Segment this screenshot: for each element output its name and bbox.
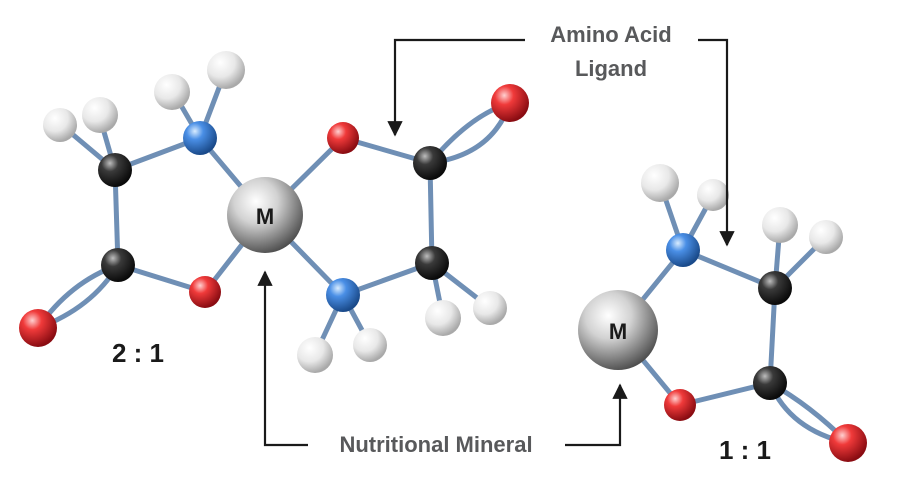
- oxygen-atom: [327, 122, 359, 154]
- left-complex-atoms: M: [19, 51, 529, 373]
- carbon-atom: [101, 248, 135, 282]
- hydrogen-atom: [697, 179, 729, 211]
- hydrogen-atom: [207, 51, 245, 89]
- hydrogen-atom: [425, 300, 461, 336]
- metal-symbol-right: M: [609, 319, 627, 344]
- right-complex-atoms: M: [578, 164, 867, 462]
- hydrogen-atom: [43, 108, 77, 142]
- oxygen-atom: [491, 84, 529, 122]
- mineral-arrow-left: [257, 270, 308, 447]
- ratio-label-left: 2 : 1: [112, 338, 164, 368]
- carbon-atom: [415, 246, 449, 280]
- oxygen-atom: [664, 389, 696, 421]
- mineral-label: Nutritional Mineral: [339, 432, 532, 457]
- ligand-label-line1: Amino Acid: [550, 22, 671, 47]
- metal-atom: [578, 290, 658, 370]
- oxygen-atom: [19, 309, 57, 347]
- ratio-label-right: 1 : 1: [719, 435, 771, 465]
- metal-symbol-left: M: [256, 204, 274, 229]
- carbon-atom: [413, 146, 447, 180]
- hydrogen-atom: [82, 97, 118, 133]
- nitrogen-atom: [326, 278, 360, 312]
- ligand-arrow-left: [387, 38, 525, 137]
- nitrogen-atom: [666, 233, 700, 267]
- nitrogen-atom: [183, 121, 217, 155]
- hydrogen-atom: [154, 74, 190, 110]
- oxygen-atom: [189, 276, 221, 308]
- hydrogen-atom: [473, 291, 507, 325]
- hydrogen-atom: [762, 207, 798, 243]
- carbon-atom: [98, 153, 132, 187]
- mineral-arrow-right: [565, 383, 628, 447]
- ligand-arrow-right: [698, 38, 735, 247]
- oxygen-atom: [829, 424, 867, 462]
- ligand-label-line2: Ligand: [575, 56, 647, 81]
- hydrogen-atom: [297, 337, 333, 373]
- metal-atom: [227, 177, 303, 253]
- carbon-atom: [753, 366, 787, 400]
- carbon-atom: [758, 271, 792, 305]
- hydrogen-atom: [809, 220, 843, 254]
- callout-arrows: [257, 38, 735, 447]
- hydrogen-atom: [641, 164, 679, 202]
- hydrogen-atom: [353, 328, 387, 362]
